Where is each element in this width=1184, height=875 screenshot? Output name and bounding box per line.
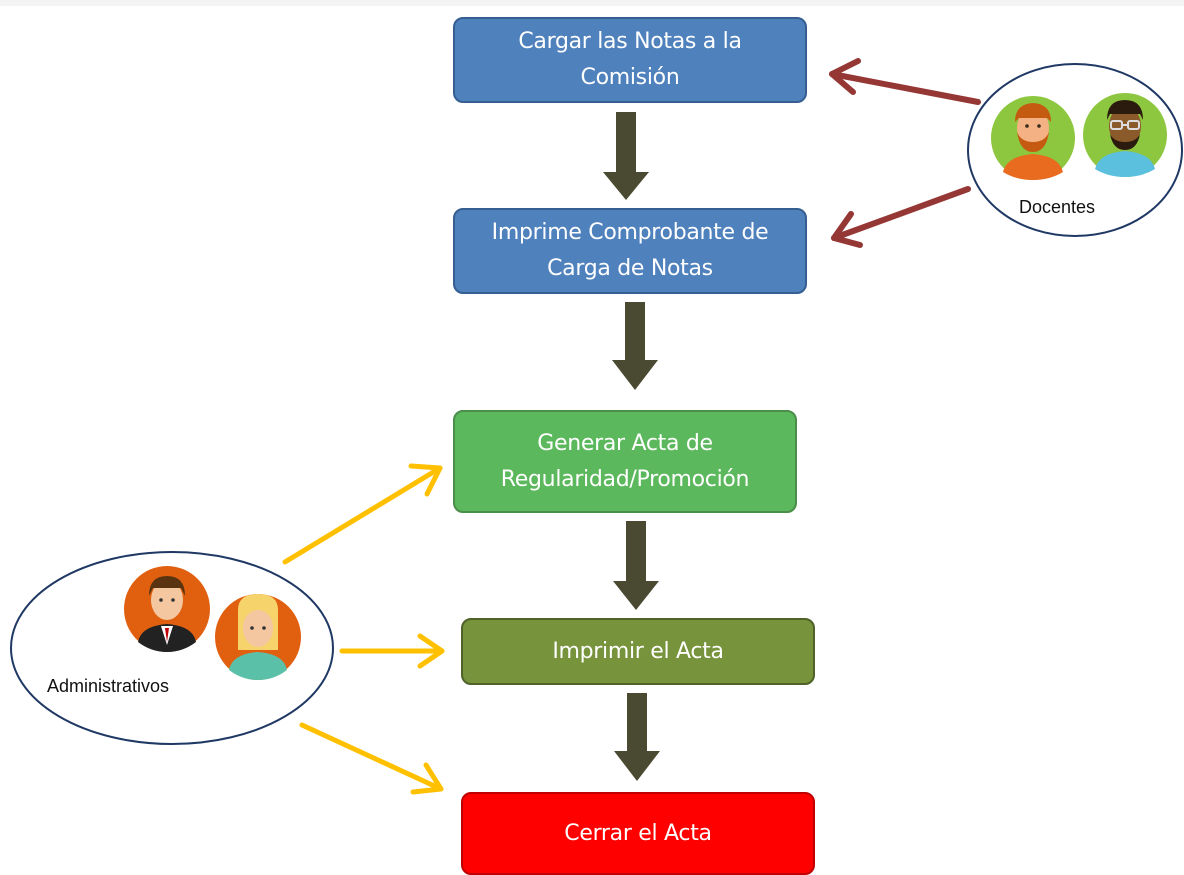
docentes-arrow-to-step2 xyxy=(831,186,971,248)
flow-arrow-2-3 xyxy=(612,302,658,390)
administrator-avatar-icon[interactable] xyxy=(124,566,210,652)
docentes-arrow-to-step1 xyxy=(829,58,981,105)
top-strip xyxy=(0,0,1184,6)
admin-arrow-to-step5 xyxy=(299,722,444,795)
step-imprimir-acta-label: Imprimir el Acta xyxy=(552,638,724,664)
docentes-label: Docentes xyxy=(1019,197,1096,217)
step-cerrar-acta-box[interactable]: Cerrar el Acta xyxy=(461,792,815,875)
step-cargar-notas-label: Cargar las Notas a la Comisión xyxy=(518,29,742,90)
flow-arrow-3-4 xyxy=(613,521,659,610)
step-cargar-notas-box[interactable]: Cargar las Notas a la Comisión xyxy=(453,17,807,103)
step-imprime-comprobante-label: Imprime Comprobante de Carga de Notas xyxy=(491,220,769,281)
admin-arrow-to-step4 xyxy=(339,633,445,669)
flow-arrow-4-5 xyxy=(614,693,660,781)
step-generar-acta-label: Generar Acta de Regularidad/Promoción xyxy=(500,430,750,492)
teacher-avatar-icon[interactable] xyxy=(1083,93,1167,177)
flow-arrow-1-2 xyxy=(603,112,649,200)
step-imprime-comprobante-box[interactable]: Imprime Comprobante de Carga de Notas xyxy=(453,208,807,294)
administrativos-label: Administrativos xyxy=(47,676,170,696)
step-generar-acta-box[interactable]: Generar Acta de Regularidad/Promoción xyxy=(453,410,797,513)
step-imprimir-acta-box[interactable]: Imprimir el Acta xyxy=(461,618,815,685)
teacher-avatar-icon[interactable] xyxy=(991,96,1075,180)
step-cerrar-acta-label: Cerrar el Acta xyxy=(564,820,712,846)
admin-arrow-to-step3 xyxy=(282,463,443,565)
administrator-avatar-icon[interactable] xyxy=(215,594,301,680)
